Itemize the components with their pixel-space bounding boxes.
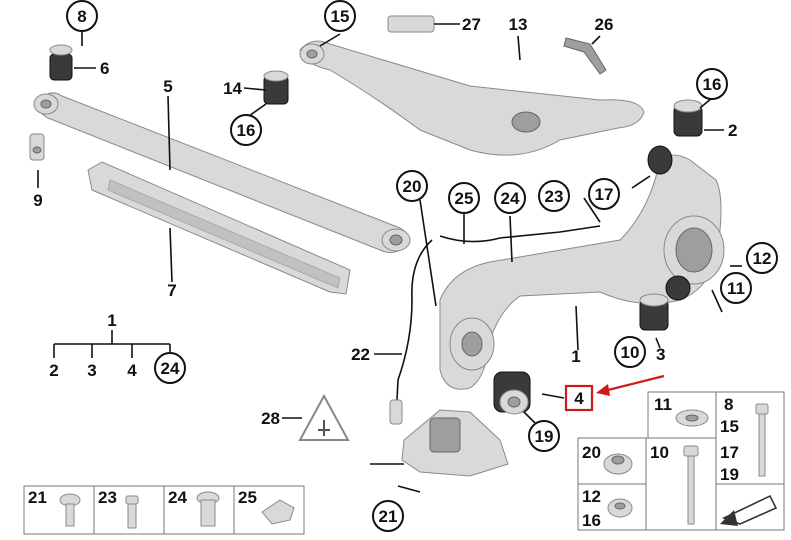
part-22-sensor-cable[interactable] <box>389 225 601 425</box>
callout-27: 27 <box>462 15 481 34</box>
kit-item-label: 4 <box>127 361 137 380</box>
kit-tree-labels: 1 2 3 4 24 <box>49 311 180 380</box>
kit-item-label: 24 <box>161 359 180 378</box>
legend-label: 12 <box>582 487 601 506</box>
legend-right: 11 8 15 20 10 17 19 12 16 <box>577 391 785 531</box>
legend-bottom-label: 21 <box>28 488 47 507</box>
callout-23: 23 <box>545 187 564 206</box>
warning-triangle-icon <box>298 393 350 441</box>
legend-label: 19 <box>720 465 739 484</box>
callout-16b: 16 <box>703 75 722 94</box>
kit-item-label: 2 <box>49 361 58 380</box>
legend-label: 11 <box>654 395 672 414</box>
callout-4: 4 <box>574 389 584 408</box>
part-6-bushing[interactable] <box>49 44 73 81</box>
callout-9: 9 <box>33 191 42 210</box>
callout-13: 13 <box>509 15 528 34</box>
legend-label: 15 <box>720 417 739 436</box>
legend-label: 16 <box>582 511 601 530</box>
part-5-control-arm[interactable] <box>33 92 411 254</box>
highlight-arrow <box>564 374 665 412</box>
legend-label: 17 <box>720 443 739 462</box>
part-26-clip[interactable] <box>563 37 607 75</box>
callout-19: 19 <box>535 427 554 446</box>
callout-16a: 16 <box>237 121 256 140</box>
callout-15: 15 <box>331 7 350 26</box>
callout-rings <box>66 0 778 532</box>
callout-26: 26 <box>595 15 614 34</box>
callout-6: 6 <box>100 59 109 78</box>
part-1-wheel-carrier[interactable] <box>439 145 725 390</box>
legend-bottom-label: 24 <box>168 488 187 507</box>
callout-5: 5 <box>163 77 172 96</box>
callout-17: 17 <box>595 185 614 204</box>
legend-label: 8 <box>724 395 733 414</box>
callout-labels: 8 6 9 5 7 15 27 13 26 14 16 16 2 20 25 2… <box>33 7 771 526</box>
legend-label: 10 <box>650 443 669 462</box>
part-7-trailing-link[interactable] <box>87 161 351 295</box>
callout-20: 20 <box>403 177 422 196</box>
callout-28: 28 <box>261 409 280 428</box>
callout-1: 1 <box>571 347 580 366</box>
kit-top-label: 1 <box>107 311 116 330</box>
callout-8: 8 <box>77 7 86 26</box>
part-9-bolt[interactable] <box>29 133 45 161</box>
part-14-bushing[interactable] <box>263 70 289 105</box>
part-27-bracket[interactable] <box>387 15 435 33</box>
part-4-bushing[interactable] <box>493 371 531 415</box>
legend-bottom-label: 23 <box>98 488 117 507</box>
legend-label: 20 <box>582 443 601 462</box>
legend-bottom-label: 25 <box>238 488 257 507</box>
part-2-bushing[interactable] <box>673 99 703 137</box>
legend-bottom: 21 23 24 25 <box>23 485 305 535</box>
callout-12: 12 <box>753 249 772 268</box>
callout-10: 10 <box>621 343 640 362</box>
callout-3: 3 <box>656 345 665 364</box>
part-13-upper-arm[interactable] <box>299 40 645 156</box>
callout-22: 22 <box>351 345 370 364</box>
callout-7: 7 <box>167 281 176 300</box>
part-3-bushing[interactable] <box>639 293 669 331</box>
kit-tree <box>53 330 171 358</box>
callout-24: 24 <box>501 189 520 208</box>
callout-14: 14 <box>223 79 242 98</box>
kit-item-label: 3 <box>87 361 96 380</box>
callout-2: 2 <box>728 121 737 140</box>
part-18-bracket[interactable] <box>401 409 509 477</box>
callout-21: 21 <box>379 507 398 526</box>
callout-11: 11 <box>727 279 745 298</box>
callout-25: 25 <box>455 189 474 208</box>
